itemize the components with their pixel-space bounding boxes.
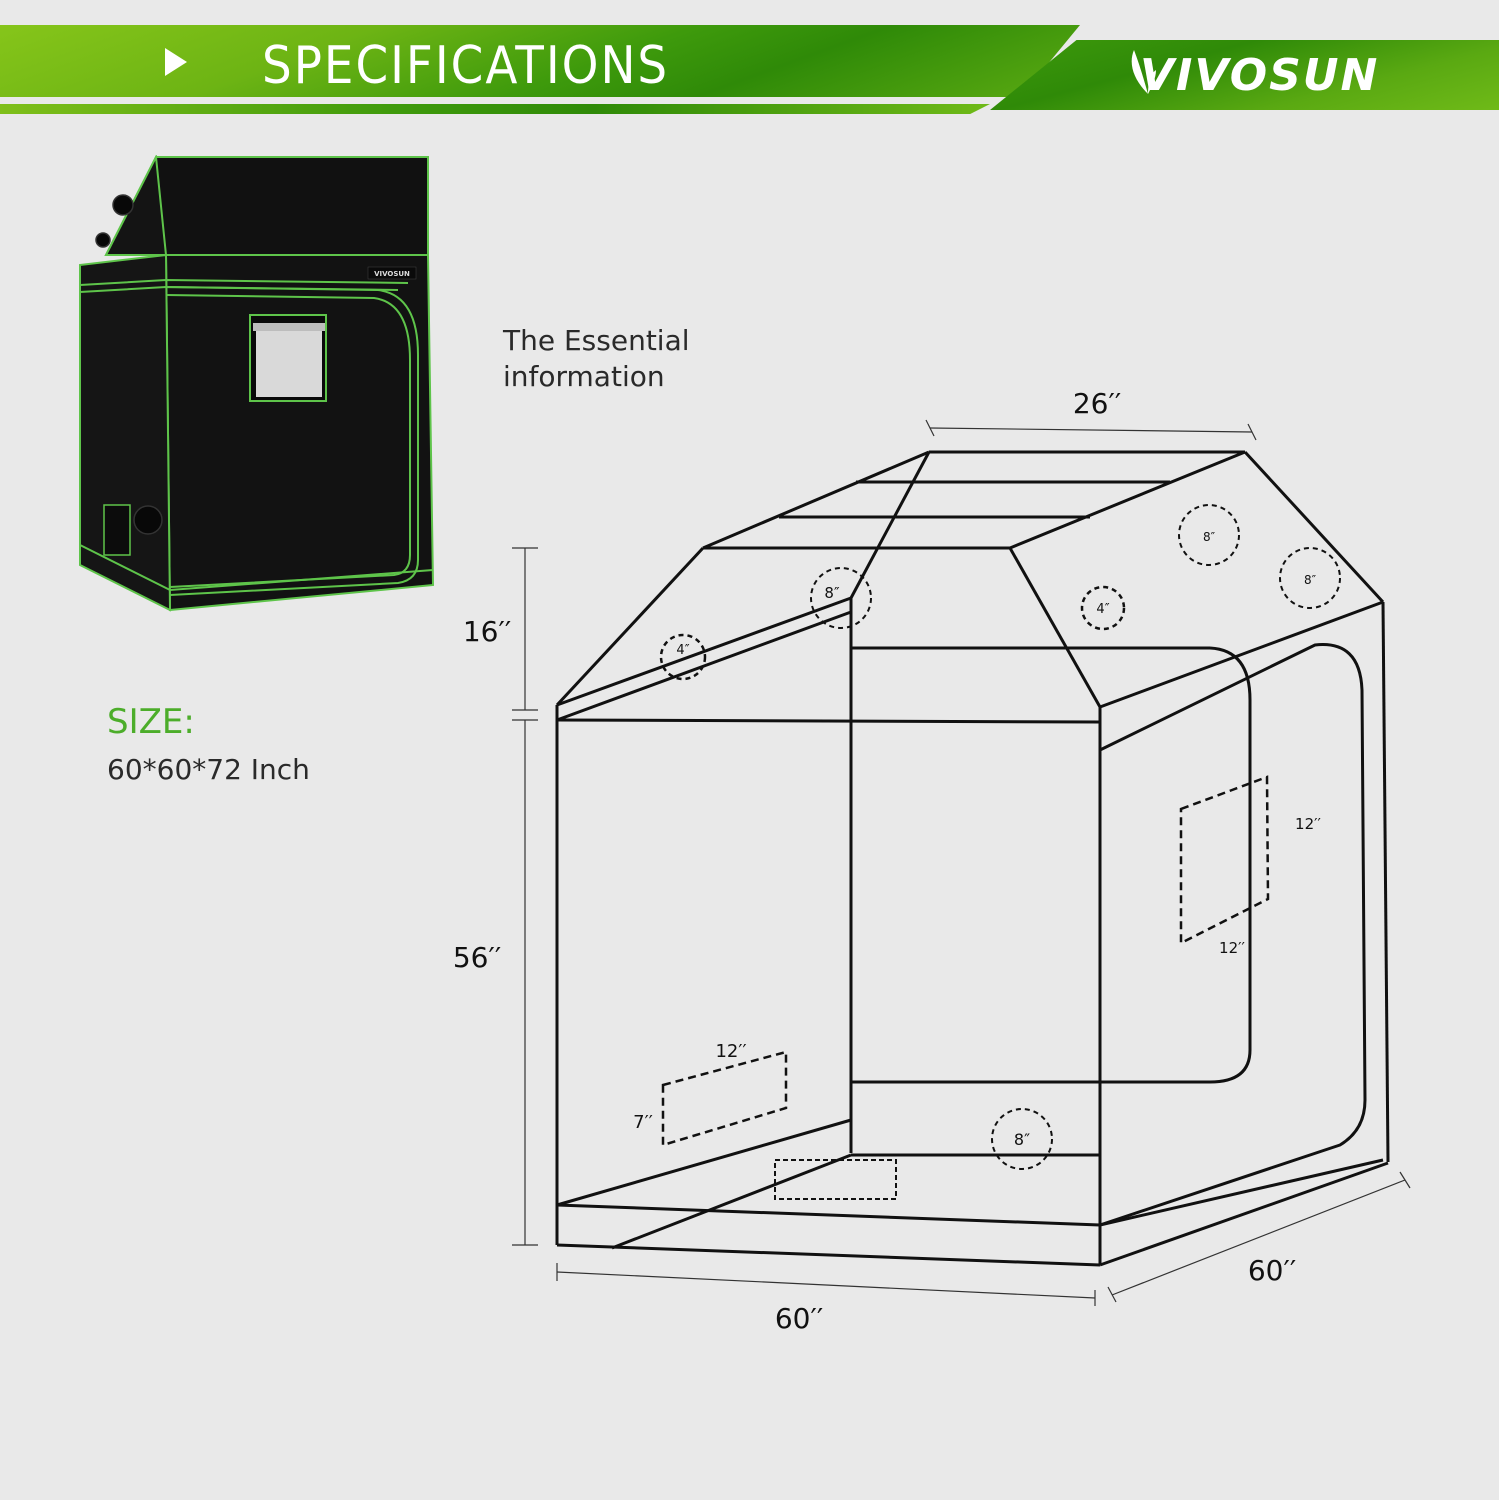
intro-line-2: information <box>503 360 665 393</box>
size-value: 60*60*72 Inch <box>107 753 310 786</box>
vent-icon <box>112 194 134 216</box>
svg-text:56′′: 56′′ <box>453 941 501 974</box>
svg-text:12′′: 12′′ <box>1219 939 1245 957</box>
svg-text:60′′: 60′′ <box>775 1302 823 1335</box>
svg-text:16′′: 16′′ <box>463 615 511 648</box>
svg-text:12′′: 12′′ <box>715 1041 746 1062</box>
size-label: SIZE: <box>107 702 195 742</box>
svg-text:VIVOSUN: VIVOSUN <box>374 270 410 278</box>
page-title: SPECIFICATIONS <box>262 36 670 96</box>
product-photo: VIVOSUN <box>79 155 435 612</box>
svg-text:4″: 4″ <box>676 643 689 658</box>
svg-text:8″: 8″ <box>1014 1130 1030 1149</box>
svg-text:60′′: 60′′ <box>1248 1254 1296 1287</box>
svg-text:7′′: 7′′ <box>633 1112 653 1133</box>
svg-text:12′′: 12′′ <box>1295 815 1321 833</box>
intro-text: The Essential information <box>503 323 690 395</box>
brand-logo: VIVOSUN <box>1140 50 1380 101</box>
svg-text:4″: 4″ <box>1096 602 1109 617</box>
svg-text:8″: 8″ <box>824 584 840 602</box>
intro-line-1: The Essential <box>503 324 690 357</box>
brand-tag <box>367 266 417 280</box>
brand-banner <box>990 40 1499 110</box>
svg-text:26′′: 26′′ <box>1073 387 1121 420</box>
leaf-logo-icon <box>1131 50 1156 94</box>
svg-text:8″: 8″ <box>1203 530 1216 544</box>
play-triangle-icon <box>165 48 187 76</box>
svg-text:8″: 8″ <box>1304 573 1317 587</box>
header-stripe <box>0 104 990 114</box>
